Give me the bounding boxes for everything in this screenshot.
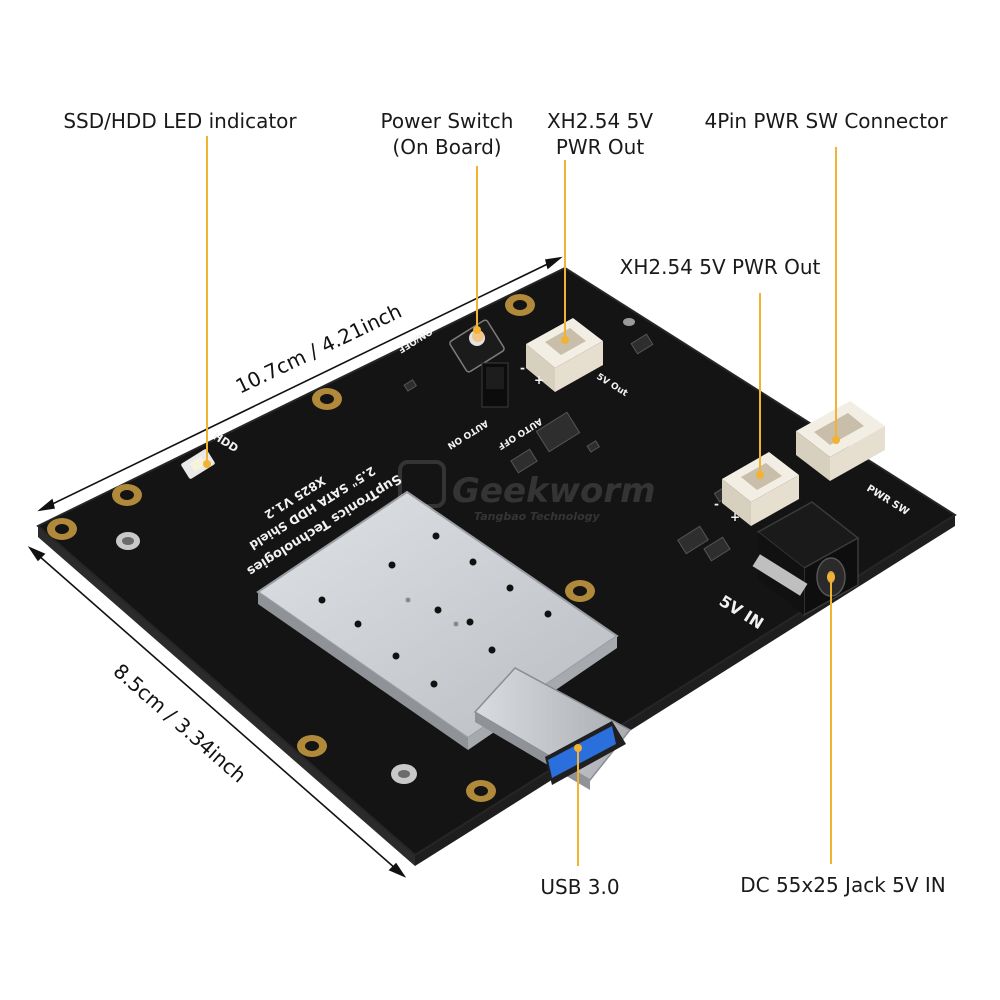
leader-dots [203, 326, 840, 752]
label-usb3-text: USB 3.0 [540, 875, 620, 899]
label-hdd-led-text: SSD/HDD LED indicator [63, 109, 297, 133]
label-power-switch-line2: (On Board) [392, 135, 502, 159]
label-dc-jack: DC 55x25 Jack 5V IN [712, 872, 974, 898]
label-usb3: USB 3.0 [520, 874, 640, 900]
smd-components [403, 333, 733, 562]
label-xh254-right-text: XH2.54 5V PWR Out [619, 255, 821, 279]
gold-pad [312, 388, 342, 410]
silk-plus-right: + [730, 510, 740, 524]
label-xh254-top-line1: XH2.54 5V [546, 109, 654, 133]
gold-pad [47, 518, 77, 540]
mounting-holes [47, 294, 635, 802]
watermark-sub: Tangbao Technology [474, 510, 600, 523]
label-power-switch-line1: Power Switch [380, 109, 514, 133]
gold-pad [505, 294, 535, 316]
label-xh254-top-line2: PWR Out [555, 135, 645, 159]
label-xh254-top: XH2.54 5V PWR Out [530, 108, 670, 160]
label-xh254-right: XH2.54 5V PWR Out [600, 254, 840, 280]
width-dimension [37, 256, 563, 512]
gold-pad [623, 318, 635, 326]
gold-pad [116, 532, 140, 550]
pwr-sw-connector [796, 401, 885, 481]
leader-lines [206, 136, 837, 866]
label-pwr-sw-connector-text: 4Pin PWR SW Connector [704, 109, 948, 133]
gold-pad [466, 780, 496, 802]
gold-pad [391, 764, 417, 784]
brand-watermark: Geekworm Tangbao Technology [398, 460, 656, 523]
label-power-switch: Power Switch (On Board) [362, 108, 532, 160]
label-pwr-sw-connector: 4Pin PWR SW Connector [676, 108, 976, 134]
gold-pad [112, 484, 142, 506]
gold-pad [565, 580, 595, 602]
auto-jumper [481, 362, 509, 408]
usb3-port [473, 667, 632, 790]
silk-minus-right: - [714, 497, 719, 511]
silk-plus-top: + [534, 373, 544, 387]
silk-minus-top: - [520, 361, 525, 375]
depth-dimension [27, 546, 407, 878]
label-dc-jack-text: DC 55x25 Jack 5V IN [740, 873, 946, 897]
gold-pad [297, 735, 327, 757]
watermark-brand: Geekworm [452, 471, 656, 511]
label-hdd-led-indicator: SSD/HDD LED indicator [34, 108, 326, 134]
